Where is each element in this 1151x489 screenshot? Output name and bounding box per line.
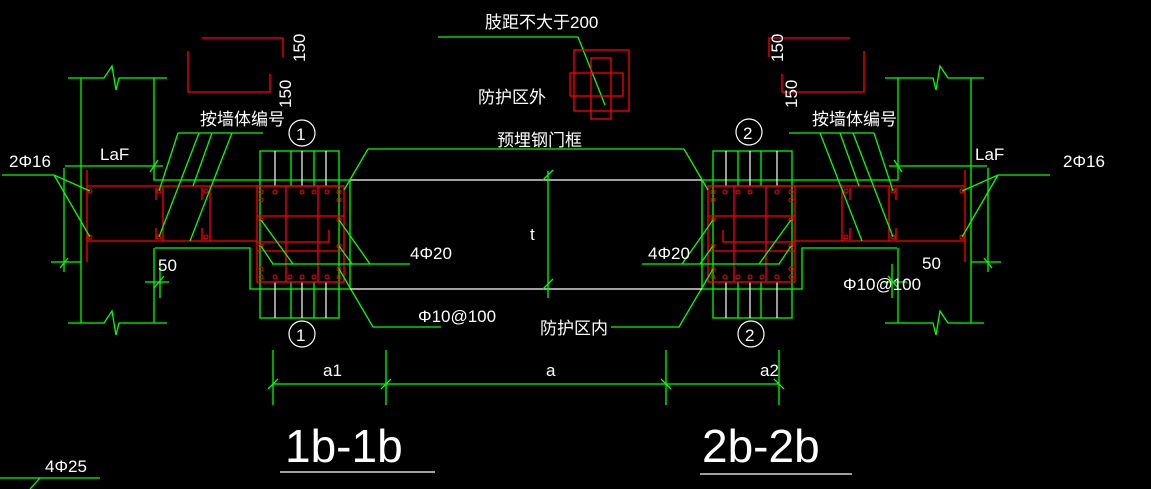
- bottom-note: 4Φ25: [45, 457, 87, 476]
- left-dim-label: a1: [323, 361, 342, 380]
- opening-thickness-label: t: [530, 225, 535, 244]
- right-stirrup-label: Φ10@100: [843, 275, 921, 294]
- left-section-mark-bottom: [288, 320, 316, 348]
- right-hook-dim-2: 150: [782, 80, 801, 108]
- right-laf-label: LaF: [975, 145, 1004, 164]
- opening-dim-label: a: [546, 361, 556, 380]
- top-note: 肢距不大于200: [485, 13, 598, 32]
- right-section-mark-top: [735, 118, 763, 146]
- right-dim-label: a2: [760, 361, 779, 380]
- left-title: 1b-1b: [285, 420, 403, 472]
- left-wall-no-label: 按墙体编号: [200, 110, 285, 129]
- right-cover-label: 50: [922, 254, 941, 273]
- left-hook-dim-1: 150: [290, 34, 309, 62]
- left-section-mark-top-label: 1: [296, 125, 305, 144]
- door-frame-label: 预埋钢门框: [497, 131, 582, 150]
- right-section-mark-bottom: [737, 320, 765, 348]
- right-hook-dim-1: 150: [768, 34, 787, 62]
- right-corner-bars-label: 4Φ20: [648, 244, 690, 263]
- top-note-leader: [438, 36, 606, 106]
- left-section-mark-bottom-label: 1: [296, 326, 305, 345]
- outside-zone-label: 防护区外: [478, 88, 546, 107]
- left-cover-label: 50: [158, 256, 177, 275]
- left-hook-dim-2: 150: [276, 80, 295, 108]
- bottom-note-leader: [0, 477, 100, 489]
- stirrup-detail: [569, 49, 630, 120]
- left-corner-bars-label: 4Φ20: [410, 244, 452, 263]
- right-section-mark-top-label: 2: [743, 124, 752, 143]
- right-title: 2b-2b: [702, 420, 820, 472]
- left-stirrup-label: Φ10@100: [418, 307, 496, 326]
- right-wall-no-label: 按墙体编号: [812, 110, 897, 129]
- opening-dimension-line: [542, 169, 554, 298]
- left-section: [1, 37, 527, 406]
- left-laf-label: LaF: [100, 145, 129, 164]
- left-section-mark-top: [288, 119, 316, 147]
- left-bars-label: 2Φ16: [9, 152, 51, 171]
- inside-zone-label: 防护区内: [540, 319, 608, 338]
- right-section-mark-bottom-label: 2: [745, 326, 754, 345]
- right-bars-label: 2Φ16: [1063, 152, 1105, 171]
